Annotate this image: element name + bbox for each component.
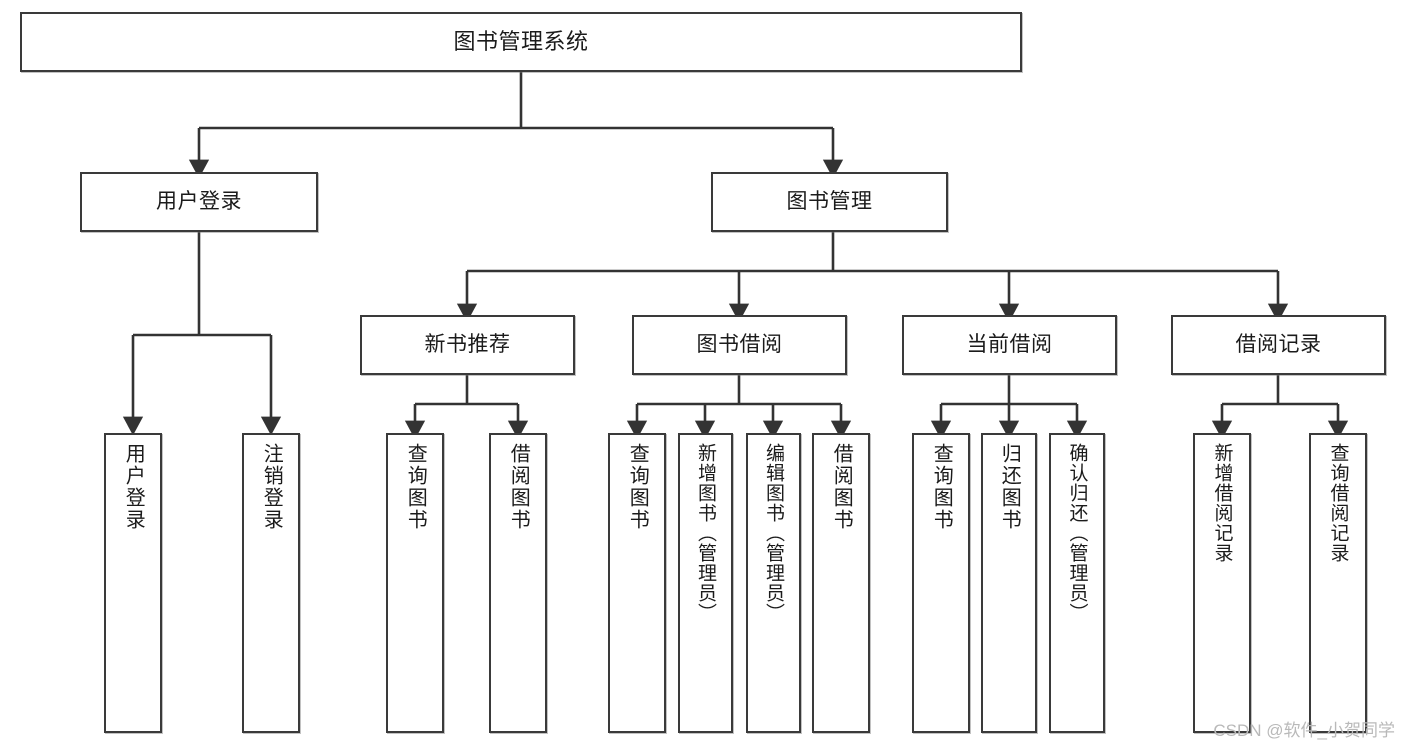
node-book-borrow-label: 图书借阅 [696,332,783,356]
leaf-borrow-edit-book[interactable]: 编辑图书（管理员） [746,433,801,733]
leaf-current-confirm-return-label: 确认归还（管理员） [1066,443,1088,623]
leaf-record-add[interactable]: 新增借阅记录 [1193,433,1251,733]
leaf-current-return-book-label: 归还图书 [998,443,1021,531]
leaf-recommend-query-book-label: 查询图书 [404,443,427,531]
leaf-current-confirm-return[interactable]: 确认归还（管理员） [1049,433,1105,733]
leaf-recommend-borrow-book[interactable]: 借阅图书 [489,433,547,733]
node-book-borrow[interactable]: 图书借阅 [632,315,847,375]
leaf-user-logout-label: 注销登录 [260,443,283,531]
leaf-record-query-label: 查询借阅记录 [1327,443,1349,563]
node-new-book-recommend-label: 新书推荐 [424,332,511,356]
leaf-borrow-do-borrow-label: 借阅图书 [830,443,853,531]
leaf-borrow-edit-book-label: 编辑图书（管理员） [763,443,785,623]
watermark: CSDN @软件_小贺同学 [1213,721,1395,740]
leaf-borrow-query-book[interactable]: 查询图书 [608,433,666,733]
node-current-borrow[interactable]: 当前借阅 [902,315,1117,375]
leaf-record-query[interactable]: 查询借阅记录 [1309,433,1367,733]
node-book-management[interactable]: 图书管理 [711,172,948,232]
leaf-current-return-book[interactable]: 归还图书 [981,433,1037,733]
leaf-recommend-query-book[interactable]: 查询图书 [386,433,444,733]
leaf-current-query-book-label: 查询图书 [930,443,953,531]
leaf-borrow-add-book-label: 新增图书（管理员） [695,443,717,623]
leaf-recommend-borrow-book-label: 借阅图书 [507,443,530,531]
leaf-borrow-do-borrow[interactable]: 借阅图书 [812,433,870,733]
leaf-current-query-book[interactable]: 查询图书 [912,433,970,733]
leaf-user-login-label: 用户登录 [122,443,145,531]
leaf-user-login[interactable]: 用户登录 [104,433,162,733]
node-user-login[interactable]: 用户登录 [80,172,318,232]
node-current-borrow-label: 当前借阅 [966,332,1053,356]
node-borrow-record[interactable]: 借阅记录 [1171,315,1386,375]
node-user-login-label: 用户登录 [156,189,242,213]
leaf-record-add-label: 新增借阅记录 [1211,443,1233,563]
node-new-book-recommend[interactable]: 新书推荐 [360,315,575,375]
node-root[interactable]: 图书管理系统 [20,12,1022,72]
node-book-management-label: 图书管理 [786,189,873,213]
node-borrow-record-label: 借阅记录 [1235,332,1322,356]
leaf-borrow-query-book-label: 查询图书 [626,443,649,531]
node-root-label: 图书管理系统 [453,29,589,55]
leaf-user-logout[interactable]: 注销登录 [242,433,300,733]
leaf-borrow-add-book[interactable]: 新增图书（管理员） [678,433,733,733]
